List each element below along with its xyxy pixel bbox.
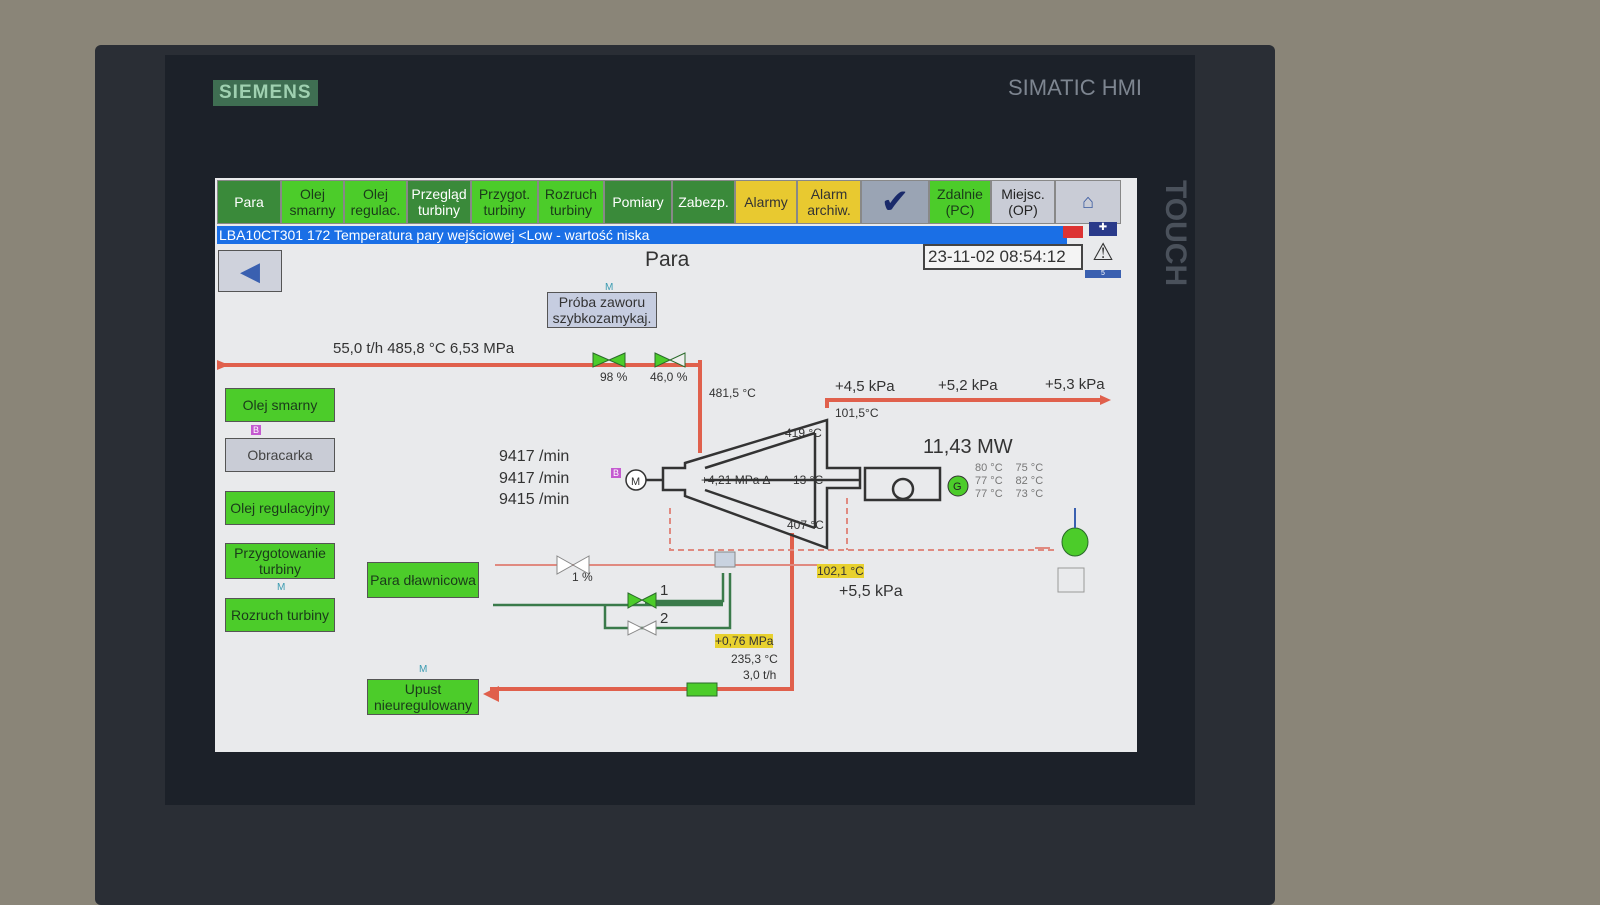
speed-1: 9417 /min bbox=[499, 448, 570, 465]
pump-icon bbox=[1061, 527, 1089, 557]
power-output: 11,43 MW bbox=[923, 436, 1013, 458]
flag-pl-icon[interactable] bbox=[1063, 226, 1083, 238]
hmi-screen: Para Olej smarny Olej regulac. Przegląd … bbox=[215, 178, 1137, 752]
gen-temp: 73 °C bbox=[1015, 488, 1044, 500]
tab-przygot[interactable]: Przygot. turbiny bbox=[471, 180, 538, 224]
stage-pressure: +4,21 MPa ∆ bbox=[701, 473, 771, 487]
para-dlawnicowa-button[interactable]: Para dławnicowa bbox=[367, 562, 479, 598]
warning-icon[interactable]: ⚠ bbox=[1092, 239, 1114, 266]
motor-icon bbox=[625, 469, 647, 491]
marker-m: M bbox=[419, 664, 428, 675]
marker-b: B bbox=[611, 468, 622, 478]
temp-13: 13 °C bbox=[793, 473, 824, 487]
tab-pomiary[interactable]: Pomiary bbox=[604, 180, 672, 224]
zdalnie-button[interactable]: Zdalnie (PC) bbox=[929, 180, 991, 224]
arrow-left-icon: ◀ bbox=[240, 256, 260, 286]
process-diagram: M G bbox=[217, 352, 1111, 702]
valve-test-button[interactable]: Próba zaworu szybkozamykaj. bbox=[547, 292, 657, 328]
condenser-pressure: +5,5 kPa bbox=[839, 583, 903, 600]
miejsc-button[interactable]: Miejsc. (OP) bbox=[991, 180, 1055, 224]
obracarka-button[interactable]: Obracarka bbox=[225, 438, 335, 472]
extraction-flow: 3,0 t/h bbox=[743, 668, 777, 682]
exhaust-temp: 101,5°C bbox=[835, 406, 879, 420]
tab-zabezp[interactable]: Zabezp. bbox=[672, 180, 735, 224]
inlet-values: 55,0 t/h 485,8 °C 6,53 MPa bbox=[333, 340, 515, 357]
marker-m: M bbox=[277, 582, 286, 593]
valve-1-label: 1 bbox=[660, 582, 669, 599]
condenser-temp: 102,1 °C bbox=[817, 564, 864, 578]
acknowledge-button[interactable]: ✔ bbox=[861, 180, 929, 224]
siemens-logo: SIEMENS bbox=[213, 80, 318, 106]
generator-temps: 80 °C 75 °C 77 °C 82 °C 77 °C 73 °C bbox=[975, 462, 1055, 500]
alarm-count: 5 bbox=[1085, 270, 1121, 278]
generator-icon bbox=[947, 475, 969, 497]
przygotowanie-turbiny-button[interactable]: Przygotowanie turbiny bbox=[225, 543, 335, 579]
datetime-display: 23-11-02 08:54:12 bbox=[923, 244, 1083, 270]
alarm-banner[interactable]: LBA10CT301 172 Temperatura pary wejściow… bbox=[217, 226, 1067, 244]
tab-olej-smarny[interactable]: Olej smarny bbox=[281, 180, 344, 224]
back-button[interactable]: ◀ bbox=[218, 250, 282, 292]
home-icon: ⌂ bbox=[1081, 191, 1095, 213]
temp-407: 407 °C bbox=[787, 518, 824, 532]
model-label: SIMATIC HMI bbox=[1008, 75, 1143, 100]
temp-419: 419 °C bbox=[785, 426, 822, 440]
flag-uk-icon[interactable]: ✚ bbox=[1089, 222, 1117, 236]
tab-przeglad[interactable]: Przegląd turbiny bbox=[407, 180, 471, 224]
home-button[interactable]: ⌂ bbox=[1055, 180, 1121, 224]
valve-2-label: 2 bbox=[660, 610, 669, 627]
extraction-temp: 235,3 °C bbox=[731, 652, 778, 666]
olej-smarny-button[interactable]: Olej smarny bbox=[225, 388, 335, 422]
gen-temp: 75 °C bbox=[1015, 462, 1044, 474]
gen-temp: 77 °C bbox=[975, 488, 1003, 500]
valve2-open: 46,0 % bbox=[650, 370, 688, 384]
valve1-open: 98 % bbox=[600, 370, 628, 384]
tab-olej-regulac[interactable]: Olej regulac. bbox=[344, 180, 407, 224]
pressure-2: +5,2 kPa bbox=[938, 377, 998, 394]
svg-text:G: G bbox=[953, 481, 962, 493]
svg-text:M: M bbox=[631, 476, 640, 488]
extraction-pressure: +0,76 MPa bbox=[715, 634, 774, 648]
gen-temp: 80 °C bbox=[975, 462, 1003, 474]
pressure-3: +5,3 kPa bbox=[1045, 376, 1105, 393]
tab-alarm-archiw[interactable]: Alarm archiw. bbox=[797, 180, 861, 224]
pressure-1: +4,5 kPa bbox=[835, 378, 895, 395]
tab-alarmy[interactable]: Alarmy bbox=[735, 180, 797, 224]
marker-b: B bbox=[251, 425, 262, 435]
gen-temp: 77 °C bbox=[975, 475, 1003, 487]
olej-regulacyjny-button[interactable]: Olej regulacyjny bbox=[225, 491, 335, 525]
speed-2: 9417 /min bbox=[499, 470, 570, 487]
touch-label: TOUCH bbox=[1159, 180, 1192, 287]
tab-rozruch[interactable]: Rozruch turbiny bbox=[538, 180, 604, 224]
gland-valve-open: 1 % bbox=[572, 570, 593, 584]
speed-3: 9415 /min bbox=[499, 491, 570, 508]
temp-after-valve: 481,5 °C bbox=[709, 386, 756, 400]
upust-button[interactable]: Upust nieuregulowany bbox=[367, 679, 479, 715]
page-title: Para bbox=[645, 248, 690, 271]
rozruch-turbiny-button[interactable]: Rozruch turbiny bbox=[225, 598, 335, 632]
marker-m: M bbox=[605, 282, 614, 293]
gen-temp: 82 °C bbox=[1015, 475, 1044, 487]
tab-para[interactable]: Para bbox=[217, 180, 281, 224]
